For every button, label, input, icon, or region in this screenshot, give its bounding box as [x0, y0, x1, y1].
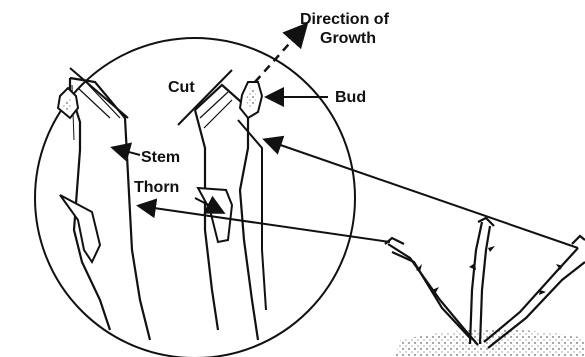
cut-line-left [70, 68, 128, 118]
stem-label: Stem [141, 149, 180, 166]
thorn-label: Thorn [134, 179, 179, 196]
cut-label: Cut [168, 79, 195, 96]
direction-label-line1: Direction of [300, 11, 390, 28]
bud-label: Bud [335, 89, 366, 106]
rose-bush-icon [385, 218, 585, 357]
direction-label-line2: Growth [320, 30, 376, 47]
magnifier-circle [35, 38, 355, 357]
